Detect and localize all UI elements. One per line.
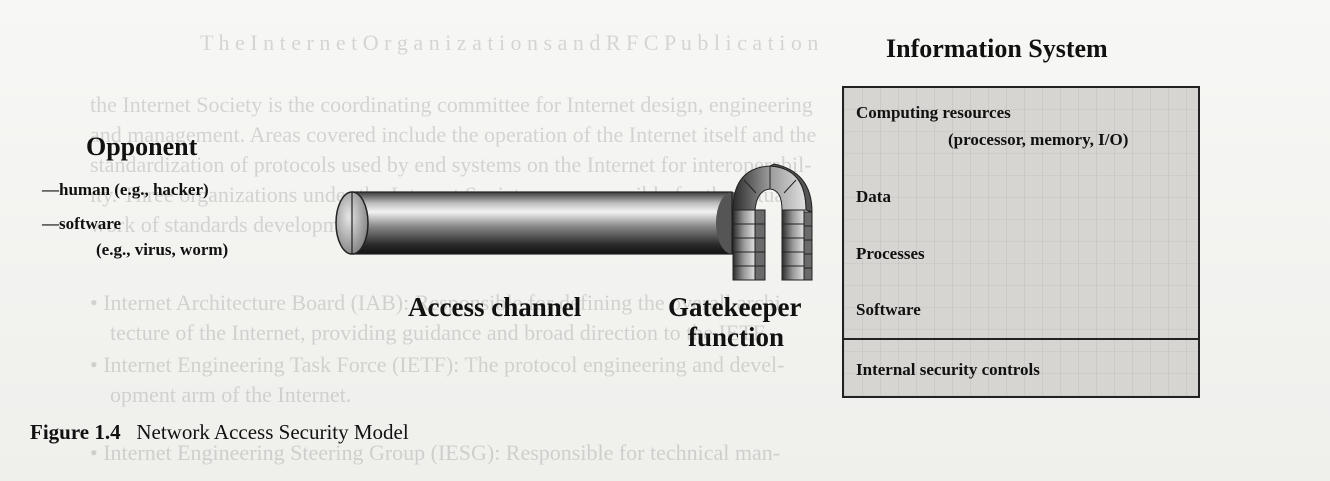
access-channel-label: Access channel (408, 292, 582, 322)
processes-label: Processes (856, 244, 925, 263)
software-label: Software (856, 300, 921, 319)
figure-number: Figure 1.4 (30, 420, 121, 444)
figure-caption: Figure 1.4 Network Access Security Model (30, 420, 409, 445)
opponent-title: Opponent (86, 132, 198, 161)
information-system-box (842, 86, 1200, 398)
gatekeeper-label-line1: Gatekeeper (668, 292, 802, 322)
computing-resources-label: Computing resources (856, 103, 1011, 122)
pipe-shape (335, 191, 748, 255)
internal-security-controls-label: Internal security controls (856, 360, 1040, 379)
data-label: Data (856, 187, 891, 206)
opponent-item-software-examples: (e.g., virus, worm) (96, 240, 229, 259)
gatekeeper-label-line2: function (688, 322, 785, 352)
information-system-divider (842, 338, 1200, 340)
figure-title: Network Access Security Model (136, 420, 409, 444)
computing-resources-detail: (processor, memory, I/O) (948, 130, 1129, 149)
opponent-item-software: —software (42, 214, 121, 233)
gatekeeper-arch (732, 163, 813, 281)
opponent-item-human: —human (e.g., hacker) (42, 180, 209, 199)
information-system-title: Information System (886, 34, 1108, 63)
